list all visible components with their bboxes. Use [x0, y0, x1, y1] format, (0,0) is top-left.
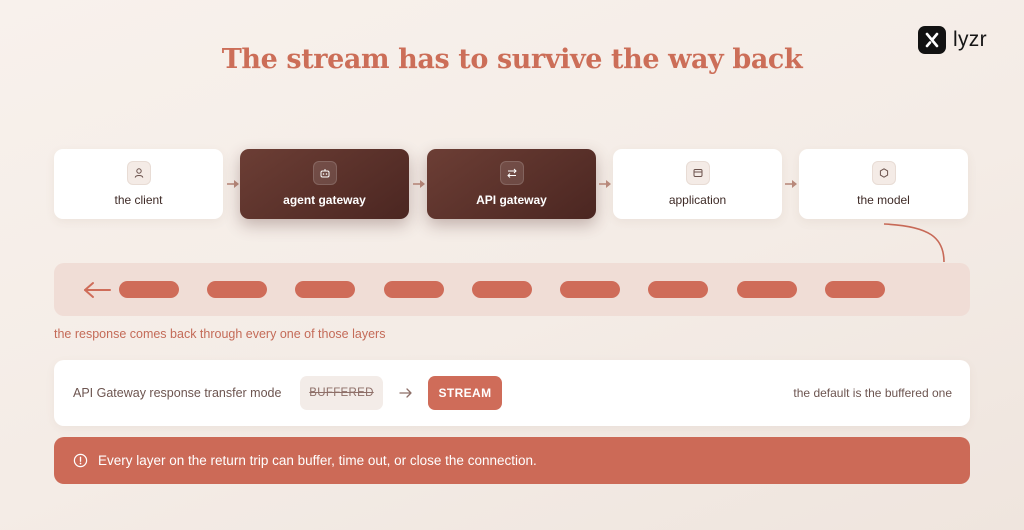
brand-logo: lyzr	[918, 26, 987, 54]
arrow-right-icon	[227, 180, 239, 188]
stream-chunk	[119, 281, 179, 298]
swap-arrows-icon	[499, 161, 524, 185]
arrow-right-icon	[785, 180, 797, 188]
stream-chunk	[737, 281, 797, 298]
stream-chunk	[472, 281, 532, 298]
stream-chunk	[295, 281, 355, 298]
node-label: application	[668, 193, 727, 207]
hexagon-icon	[871, 161, 896, 185]
node-api-gateway: API gateway	[427, 149, 596, 219]
user-icon	[126, 161, 151, 185]
return-path-band	[54, 263, 970, 316]
node-the-client: the client	[54, 149, 223, 219]
stream-chunk	[825, 281, 885, 298]
stream-chunk	[560, 281, 620, 298]
window-icon	[685, 161, 710, 185]
default-mode-note: the default is the buffered one	[793, 386, 952, 400]
warning-text: Every layer on the return trip can buffe…	[98, 453, 537, 468]
stream-chunk	[384, 281, 444, 298]
node-label: agent gateway	[283, 193, 366, 207]
arrow-right-icon	[399, 388, 412, 398]
node-label: the model	[857, 193, 910, 207]
buffered-mode-chip: BUFFERED	[300, 376, 383, 410]
alert-circle-icon	[73, 453, 88, 468]
warning-banner: Every layer on the return trip can buffe…	[54, 437, 970, 484]
node-agent-gateway: agent gateway	[240, 149, 409, 219]
logo-wordmark: lyzr	[953, 28, 987, 51]
arrow-right-icon	[413, 180, 425, 188]
arrow-left-icon	[84, 282, 111, 298]
node-application: application	[613, 149, 782, 219]
stream-mode-chip: STREAM	[428, 376, 502, 410]
return-path-caption: the response comes back through every on…	[54, 327, 386, 341]
node-label: the client	[114, 193, 163, 207]
transfer-mode-card: API Gateway response transfer mode BUFFE…	[54, 360, 970, 426]
robot-icon	[312, 161, 337, 185]
stream-chunk	[207, 281, 267, 298]
stream-chunk	[648, 281, 708, 298]
lyzr-logo-icon	[918, 26, 946, 54]
transfer-mode-label: API Gateway response transfer mode	[73, 386, 282, 400]
page-title: The stream has to survive the way back	[221, 44, 803, 75]
arrow-right-icon	[599, 180, 611, 188]
node-label: API gateway	[476, 193, 547, 207]
node-the-model: the model	[799, 149, 968, 219]
